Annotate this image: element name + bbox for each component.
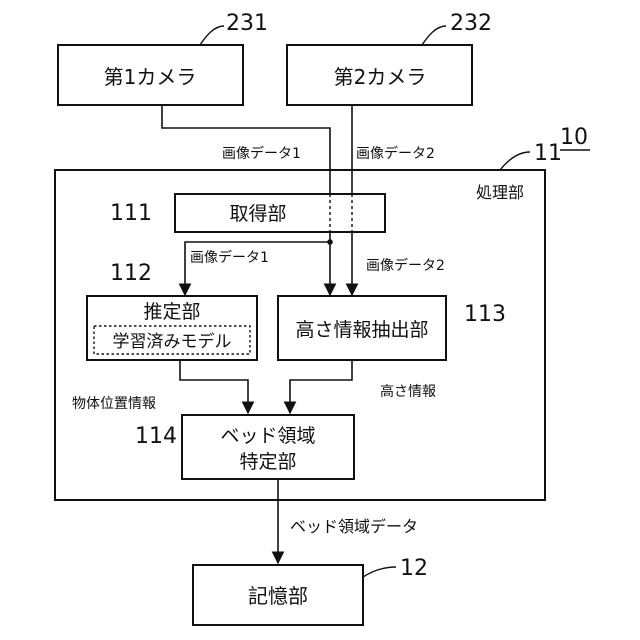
camera2-leader — [422, 26, 446, 45]
processor-label: 処理部 — [476, 183, 524, 202]
bed-region-label-line1: ベッド領域 — [220, 425, 315, 447]
system-ref-label: 10 — [560, 125, 588, 150]
storage-ref: 12 — [400, 556, 428, 581]
storage-label: 記憶部 — [248, 584, 308, 608]
camera1-ref: 231 — [226, 11, 268, 36]
storage-leader — [363, 567, 396, 577]
bed-region-label-line2: 特定部 — [239, 451, 296, 473]
acquisition-ref: 111 — [110, 201, 152, 226]
camera2-label: 第2カメラ — [334, 65, 427, 89]
edge-label-image-data-1-inner: 画像データ1 — [190, 249, 269, 266]
processor-leader — [500, 152, 530, 170]
height-extraction-ref: 113 — [464, 302, 506, 327]
acquisition-label: 取得部 — [229, 203, 286, 225]
edge-label-image-data-2-in: 画像データ2 — [356, 145, 435, 162]
height-extraction-label: 高さ情報抽出部 — [295, 319, 428, 341]
processor-ref: 11 — [534, 141, 562, 166]
estimation-ref: 112 — [110, 261, 152, 286]
bed-region-ref: 114 — [135, 424, 177, 449]
edge-label-image-data-2-inner: 画像データ2 — [366, 257, 445, 274]
camera2-ref: 232 — [450, 11, 492, 36]
edge-label-image-data-1-in: 画像データ1 — [222, 145, 301, 162]
edge-label-bed-region-data: ベッド領域データ — [290, 517, 418, 536]
estimation-label: 推定部 — [143, 301, 200, 323]
trained-model-label: 学習済みモデル — [113, 331, 232, 352]
edge-label-height-info: 高さ情報 — [380, 383, 436, 400]
camera1-leader — [200, 26, 224, 45]
edge-label-object-position: 物体位置情報 — [72, 396, 156, 412]
camera1-label: 第1カメラ — [104, 65, 197, 89]
